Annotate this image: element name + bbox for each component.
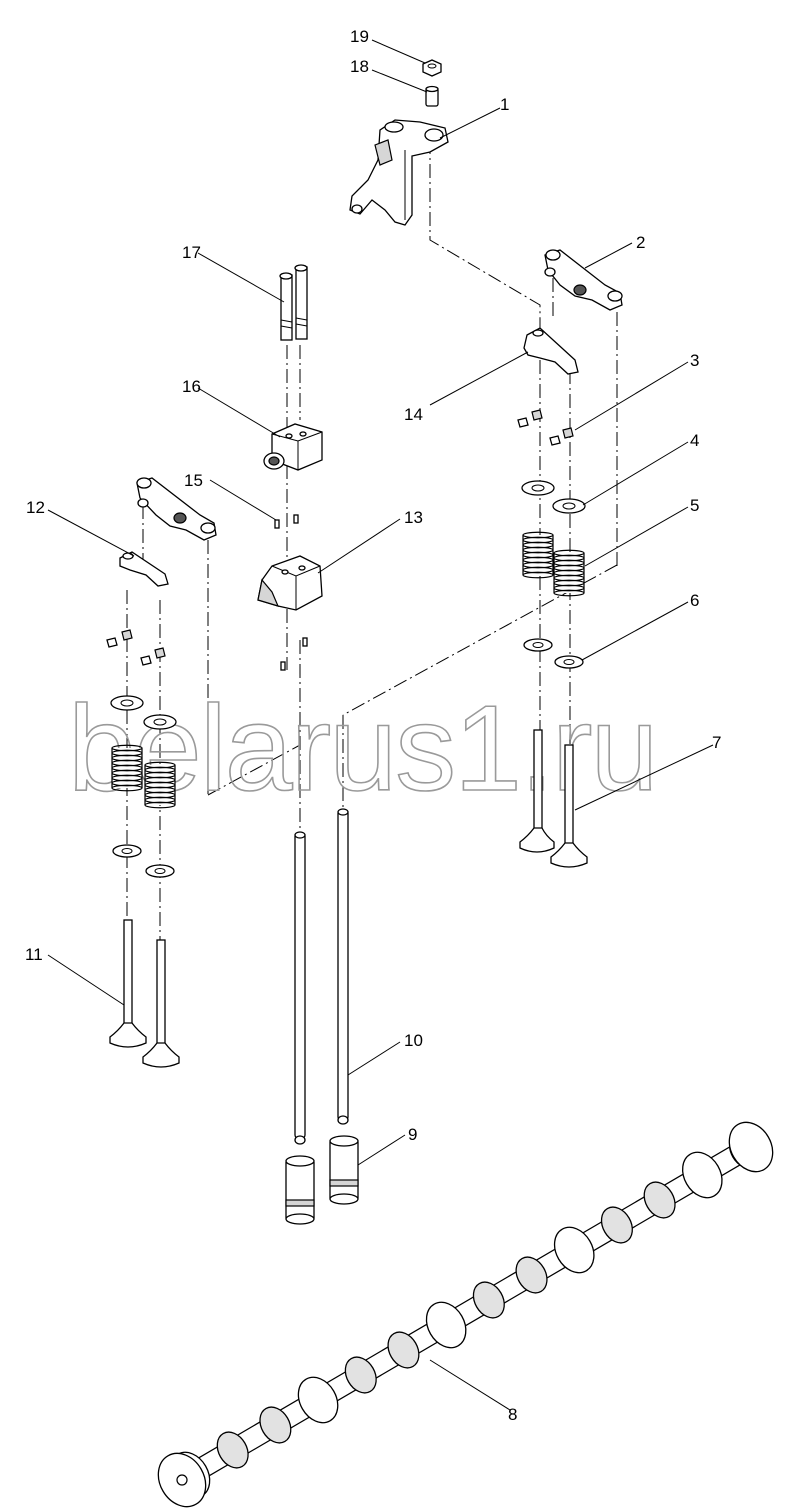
callout-6: 6 [690,591,699,610]
callout-8: 8 [508,1405,517,1424]
callout-17: 17 [182,243,201,262]
tappet-9 [285,1135,359,1225]
valve-keepers-3 [517,409,574,446]
callout-15: 15 [184,471,203,490]
valve-spring-left [111,744,176,809]
callout-12: 12 [26,498,45,517]
callout-13: 13 [404,508,423,527]
rocker-arm-12 [136,477,217,541]
callout-9: 9 [408,1125,417,1144]
push-rod-10 [294,808,349,1145]
bracket-1 [349,119,449,226]
callout-19: 19 [350,27,369,46]
callout-14: 14 [404,405,423,424]
callout-18: 18 [350,57,369,76]
callout-5: 5 [690,496,699,515]
valve-7 [519,729,588,868]
camshaft-8 [157,1121,774,1508]
callout-1: 1 [500,95,509,114]
callouts: 19 18 1 2 3 4 5 6 7 8 9 10 11 12 13 14 1… [25,27,721,1424]
callout-2: 2 [636,233,645,252]
callout-16: 16 [182,377,201,396]
leader-lines [47,39,714,1411]
rocker-stand-13 [257,555,323,611]
spring-cap-left [110,695,177,730]
callout-4: 4 [690,431,699,450]
valve-11 [109,919,180,1068]
callout-7: 7 [712,733,721,752]
valve-spring-5 [522,531,585,597]
nut-19 [422,59,442,77]
callout-3: 3 [690,351,699,370]
bushing-18 [425,85,439,107]
valve-bridge-left [119,551,169,587]
callout-11: 11 [25,945,43,964]
spring-cap-4 [521,480,586,514]
spring-washer-left [112,844,175,878]
pins-15 [274,514,308,671]
support-16 [263,423,323,471]
callout-10: 10 [404,1031,423,1050]
spring-washer-6 [523,638,584,669]
rocker-arm-2 [544,249,623,311]
valve-keepers-left [106,629,166,666]
bolts-17 [279,264,308,341]
valve-bridge-14 [523,327,579,375]
